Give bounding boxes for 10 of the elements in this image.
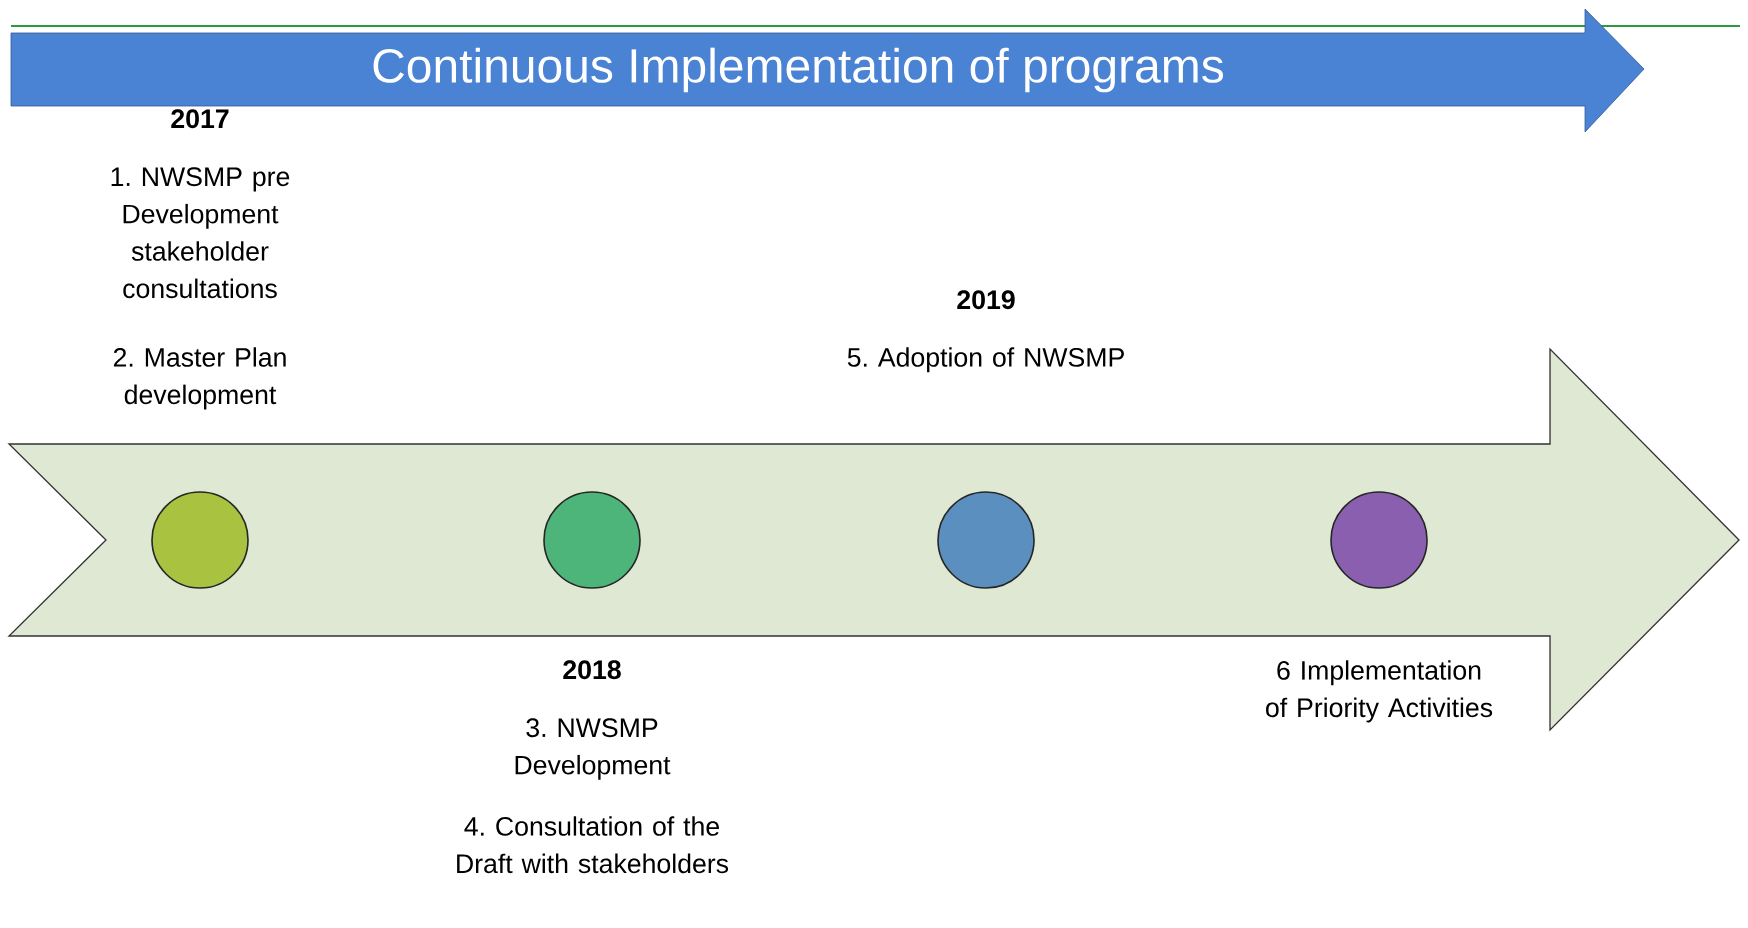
milestone-text: 4. Consultation of the Draft with stakeholders (457, 816, 729, 874)
milestone-text: 5. Adoption of NWSMP (847, 347, 1124, 373)
milestone-text: 1. NWSMP pre Development stakeholder consultations (111, 167, 290, 299)
year-label: 2019 (957, 290, 1015, 310)
milestone-circle (937, 491, 1035, 589)
year-label: 2017 (171, 109, 229, 129)
milestone-circle (543, 491, 641, 589)
milestone-circle (1330, 491, 1428, 589)
milestone-text: 3. NWSMP Development (515, 718, 671, 780)
milestone-circle (151, 491, 249, 589)
